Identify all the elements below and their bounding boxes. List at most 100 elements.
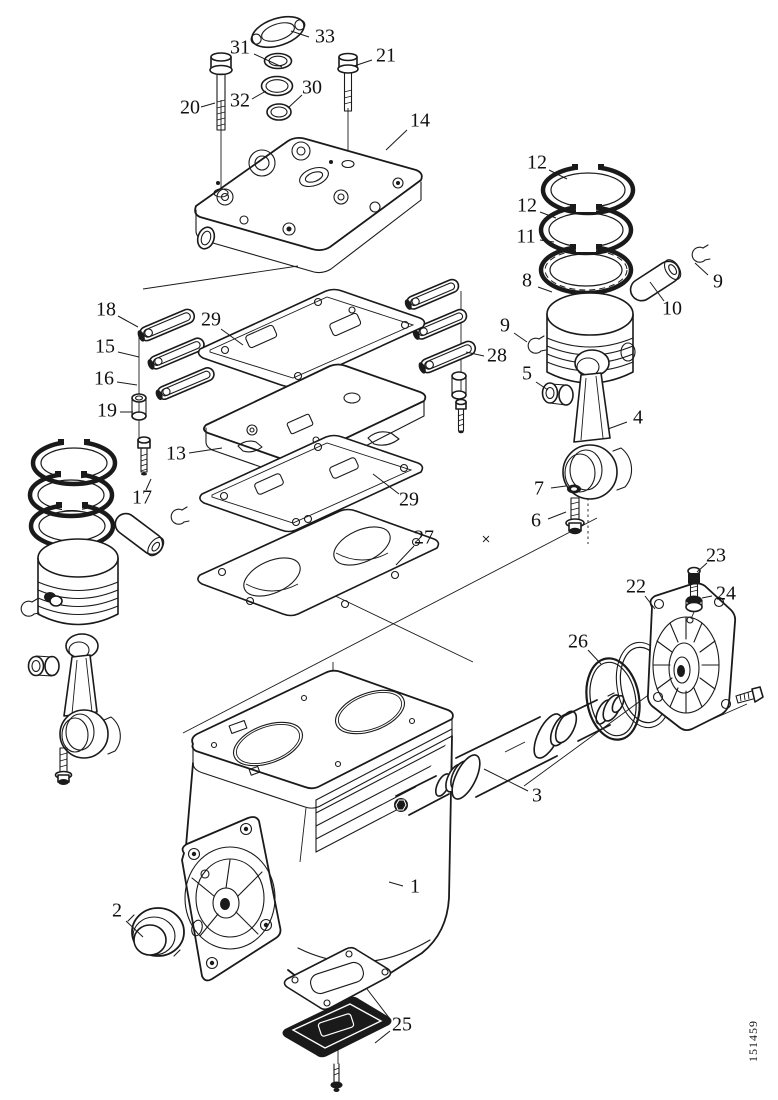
left-rod-bolt [54,747,73,785]
callout-3: 3 [532,785,542,807]
part-10-piston-pin [629,259,682,302]
part-29-gasket-lower [199,434,424,533]
callout-1: 1 [410,876,420,898]
part-17-bolt [137,436,151,476]
callout-15: 15 [95,336,115,358]
part-32-ring [260,75,294,97]
callout-leader-3 [483,768,529,792]
callout-31: 31 [230,37,250,59]
part-1-crankcase-block [181,669,454,993]
left-circlip-right [170,506,190,525]
part-12-ring-second [538,201,634,256]
left-pin-end [44,592,63,607]
callout-12: 12 [517,195,537,217]
callout-16: 16 [94,368,114,390]
callout-11: 11 [516,226,535,248]
callout-leader-33 [290,30,310,38]
callout-32: 32 [230,90,250,112]
callout-leader-25 [374,1030,391,1044]
part-26-o-ring [585,657,641,741]
callout-28: 28 [487,345,507,367]
callout-leader-10 [649,281,665,302]
base-bolt [330,1063,343,1092]
left-connecting-rod [59,633,121,759]
part-25-base-gasket [283,946,392,1011]
part-13-valve-plate [203,363,427,479]
callout-7: 7 [534,478,544,500]
callout-9: 9 [500,315,510,337]
left-piston-pin [114,512,165,557]
callout-30: 30 [302,77,322,99]
callout-leader-24 [701,595,713,599]
part-27-head-gasket [197,508,440,617]
callout-leader-18 [117,315,139,328]
callout-leader-25 [366,988,391,1020]
left-circlip-left [20,598,40,617]
callout-leader-2 [125,920,144,938]
part-31-ring [263,52,293,70]
callout-leader-22 [644,595,656,610]
callout-leader-26 [587,649,602,665]
part-14-cylinder-head [194,136,423,274]
callout-29: 29 [201,309,221,331]
callout-leader-9 [513,332,528,343]
callout-5: 5 [522,363,532,385]
part-25-base-plate [282,996,392,1058]
callout-leader-20 [200,102,216,108]
callout-9: 9 [713,271,723,293]
part-7-washer [567,484,581,494]
callout-22: 22 [626,576,646,598]
part-20-bolt [209,52,233,131]
callout-14: 14 [410,110,430,132]
part-9-circlip-right [691,244,711,263]
callout-leader-12 [548,169,568,180]
callout-leader-21 [353,59,373,67]
callout-leader-5 [535,381,549,391]
callout-leader-29 [220,328,244,346]
callout-19: 19 [97,400,117,422]
callout-2: 2 [112,900,122,922]
callout-leader-32 [251,90,267,100]
left-rod-bushing [27,655,60,677]
part-3-crankshaft [394,692,625,816]
callout-leader-9 [694,262,709,276]
part-23-bolt [687,566,701,598]
callout-12: 12 [527,152,547,174]
callout-leader-4 [607,421,628,430]
callout-6: 6 [531,510,541,532]
part-28-valve-group [404,278,477,434]
callout-23: 23 [706,545,726,567]
callout-21: 21 [376,45,396,67]
callout-leader-29 [372,473,400,495]
callout-25: 25 [392,1014,412,1036]
part-19-spacer [131,393,147,421]
callout-17: 17 [132,487,152,509]
callout-leader-16 [116,381,138,386]
callout-29: 29 [399,489,419,511]
callout-leader-30 [287,94,303,109]
callout-leader-15 [117,351,140,358]
callout-4: 4 [633,407,643,429]
callout-leader-11 [539,239,555,243]
callout-leader-6 [547,511,567,520]
callout-leader-13 [188,447,223,454]
callout-leader-27 [395,545,415,566]
part-29-gasket-upper [197,288,426,388]
left-piston-rings [27,436,118,550]
cover-side-bolt [705,686,764,723]
part-33-cover-flange [250,15,306,49]
part-30-ring [266,103,292,121]
part-2-bearing [127,907,185,957]
part-9-circlip-left [527,335,547,354]
callout-leader-7 [550,485,567,489]
callout-leader-12 [539,211,557,219]
part-5-bushing [541,382,574,406]
part-21-bolt [337,52,359,112]
callout-26: 26 [568,631,588,653]
part-8-piston [546,292,636,384]
callout-33: 33 [315,26,335,48]
callout-27: 27 [414,527,434,549]
